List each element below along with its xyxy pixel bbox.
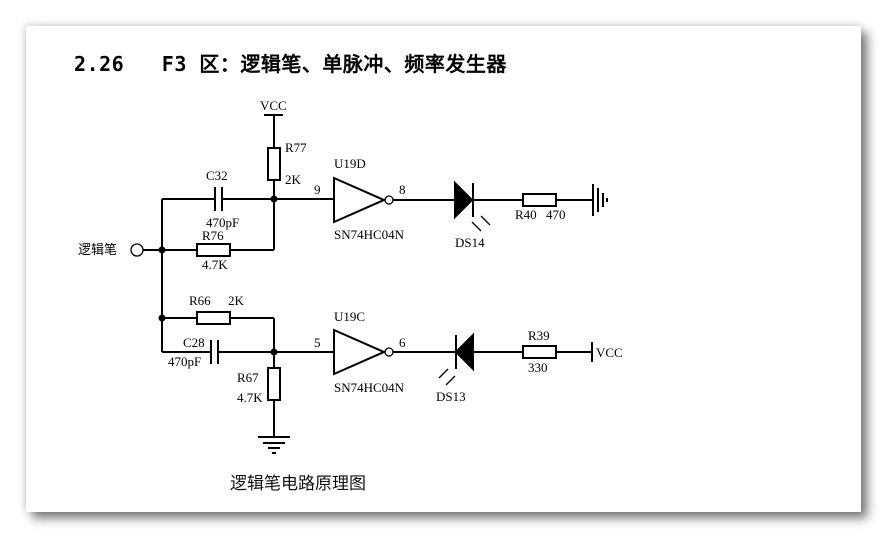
input-probe-terminal <box>130 243 144 257</box>
r40-ref: R40 <box>515 207 537 222</box>
vcc-right-label: VCC <box>596 345 623 360</box>
c28-value: 470pF <box>168 354 201 369</box>
r67-ref: R67 <box>237 370 259 385</box>
light-arrow-icon <box>438 368 449 379</box>
c28-ref: C28 <box>183 335 205 350</box>
input-label: 逻辑笔 <box>78 242 117 258</box>
inverter-u19d <box>333 176 387 224</box>
c32-ref: C32 <box>206 168 228 183</box>
u19c-ref: U19C <box>334 309 365 324</box>
vcc-top-label: VCC <box>260 98 287 113</box>
r77-ref: R77 <box>285 140 307 155</box>
led-ds13 <box>454 332 474 372</box>
resistor-r67 <box>267 367 281 401</box>
ds14-ref: DS14 <box>455 235 485 250</box>
u19c-in-pin: 5 <box>314 335 321 350</box>
light-arrow-icon <box>480 215 491 226</box>
c32-value: 470pF <box>206 215 239 230</box>
u19c-out-pin: 6 <box>399 335 406 350</box>
u19d-part: SN74HC04N <box>334 227 405 242</box>
light-arrow-icon <box>471 221 482 232</box>
light-arrow-icon <box>445 375 456 386</box>
r76-value: 4.7K <box>202 257 228 272</box>
r40-value: 470 <box>546 207 566 222</box>
junction-dot <box>270 348 278 356</box>
r39-value: 330 <box>528 360 548 375</box>
r39-ref: R39 <box>528 328 550 343</box>
ds13-ref: DS13 <box>436 389 466 404</box>
u19c-part: SN74HC04N <box>334 380 405 395</box>
junction-dot <box>158 246 166 254</box>
u19d-out-pin: 8 <box>399 182 406 197</box>
r66-ref: R66 <box>189 293 211 308</box>
r76-ref: R76 <box>202 228 224 243</box>
section-title: 2.26 F3 区：逻辑笔、单脉冲、频率发生器 <box>74 52 507 76</box>
resistor-r66 <box>196 311 231 325</box>
inverter-u19c <box>333 328 387 376</box>
inverter-bubble <box>384 195 394 205</box>
resistor-r39 <box>522 345 557 359</box>
resistor-r40 <box>522 193 557 207</box>
u19d-ref: U19D <box>334 156 366 171</box>
resistor-r77 <box>267 147 281 181</box>
u19d-in-pin: 9 <box>314 182 321 197</box>
r77-value: 2K <box>285 172 302 187</box>
inverter-bubble <box>384 347 394 357</box>
figure-caption: 逻辑笔电路原理图 <box>230 474 366 494</box>
ground-icon <box>592 184 608 216</box>
led-ds14 <box>454 180 474 220</box>
r67-value: 4.7K <box>237 390 263 405</box>
document-page <box>26 26 861 512</box>
resistor-r76 <box>196 243 231 257</box>
r66-value: 2K <box>228 293 245 308</box>
ground-icon <box>258 436 290 454</box>
